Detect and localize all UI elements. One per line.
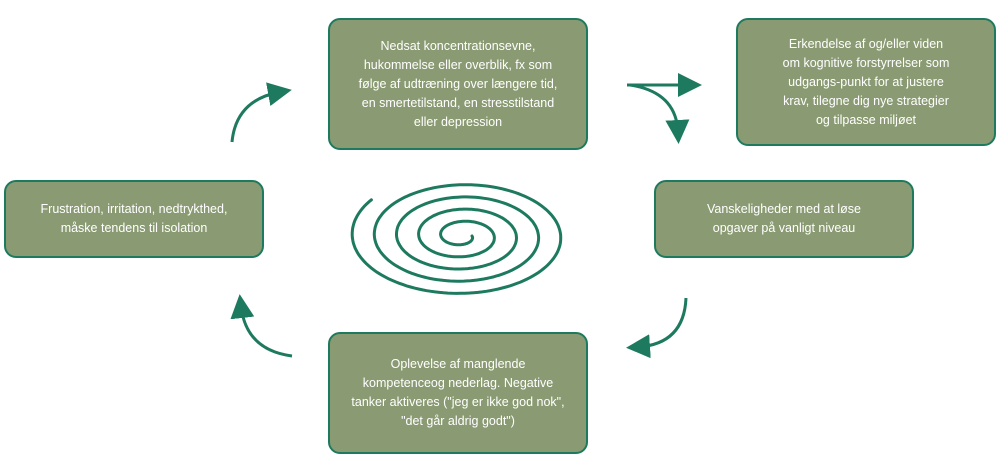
arrow-right-to-bottom xyxy=(626,297,688,359)
box-reduced-concentration: Nedsat koncentrationsevne, hukommelse el… xyxy=(328,18,588,150)
box-text: Oplevelse af manglende kompetenceog nede… xyxy=(351,357,565,428)
box-frustration: Frustration, irritation, nedtrykthed, må… xyxy=(4,180,264,258)
box-text: Erkendelse af og/eller viden om kognitiv… xyxy=(782,36,950,127)
arrow-top-to-right xyxy=(629,83,690,144)
box-text: Vanskeligheder med at løse opgaver på va… xyxy=(706,202,862,235)
arrow-bottom-to-left xyxy=(230,294,293,358)
arrow-left-to-top xyxy=(230,82,292,143)
box-cognitive-awareness: Erkendelse af og/eller viden om kognitiv… xyxy=(736,18,996,146)
box-text: Frustration, irritation, nedtrykthed, må… xyxy=(40,202,228,235)
box-text: Nedsat koncentrationsevne, hukommelse el… xyxy=(358,38,558,129)
box-task-difficulties: Vanskeligheder med at løse opgaver på va… xyxy=(654,180,914,258)
box-failure-experience: Oplevelse af manglende kompetenceog nede… xyxy=(328,332,588,454)
spiral-icon xyxy=(350,183,563,295)
